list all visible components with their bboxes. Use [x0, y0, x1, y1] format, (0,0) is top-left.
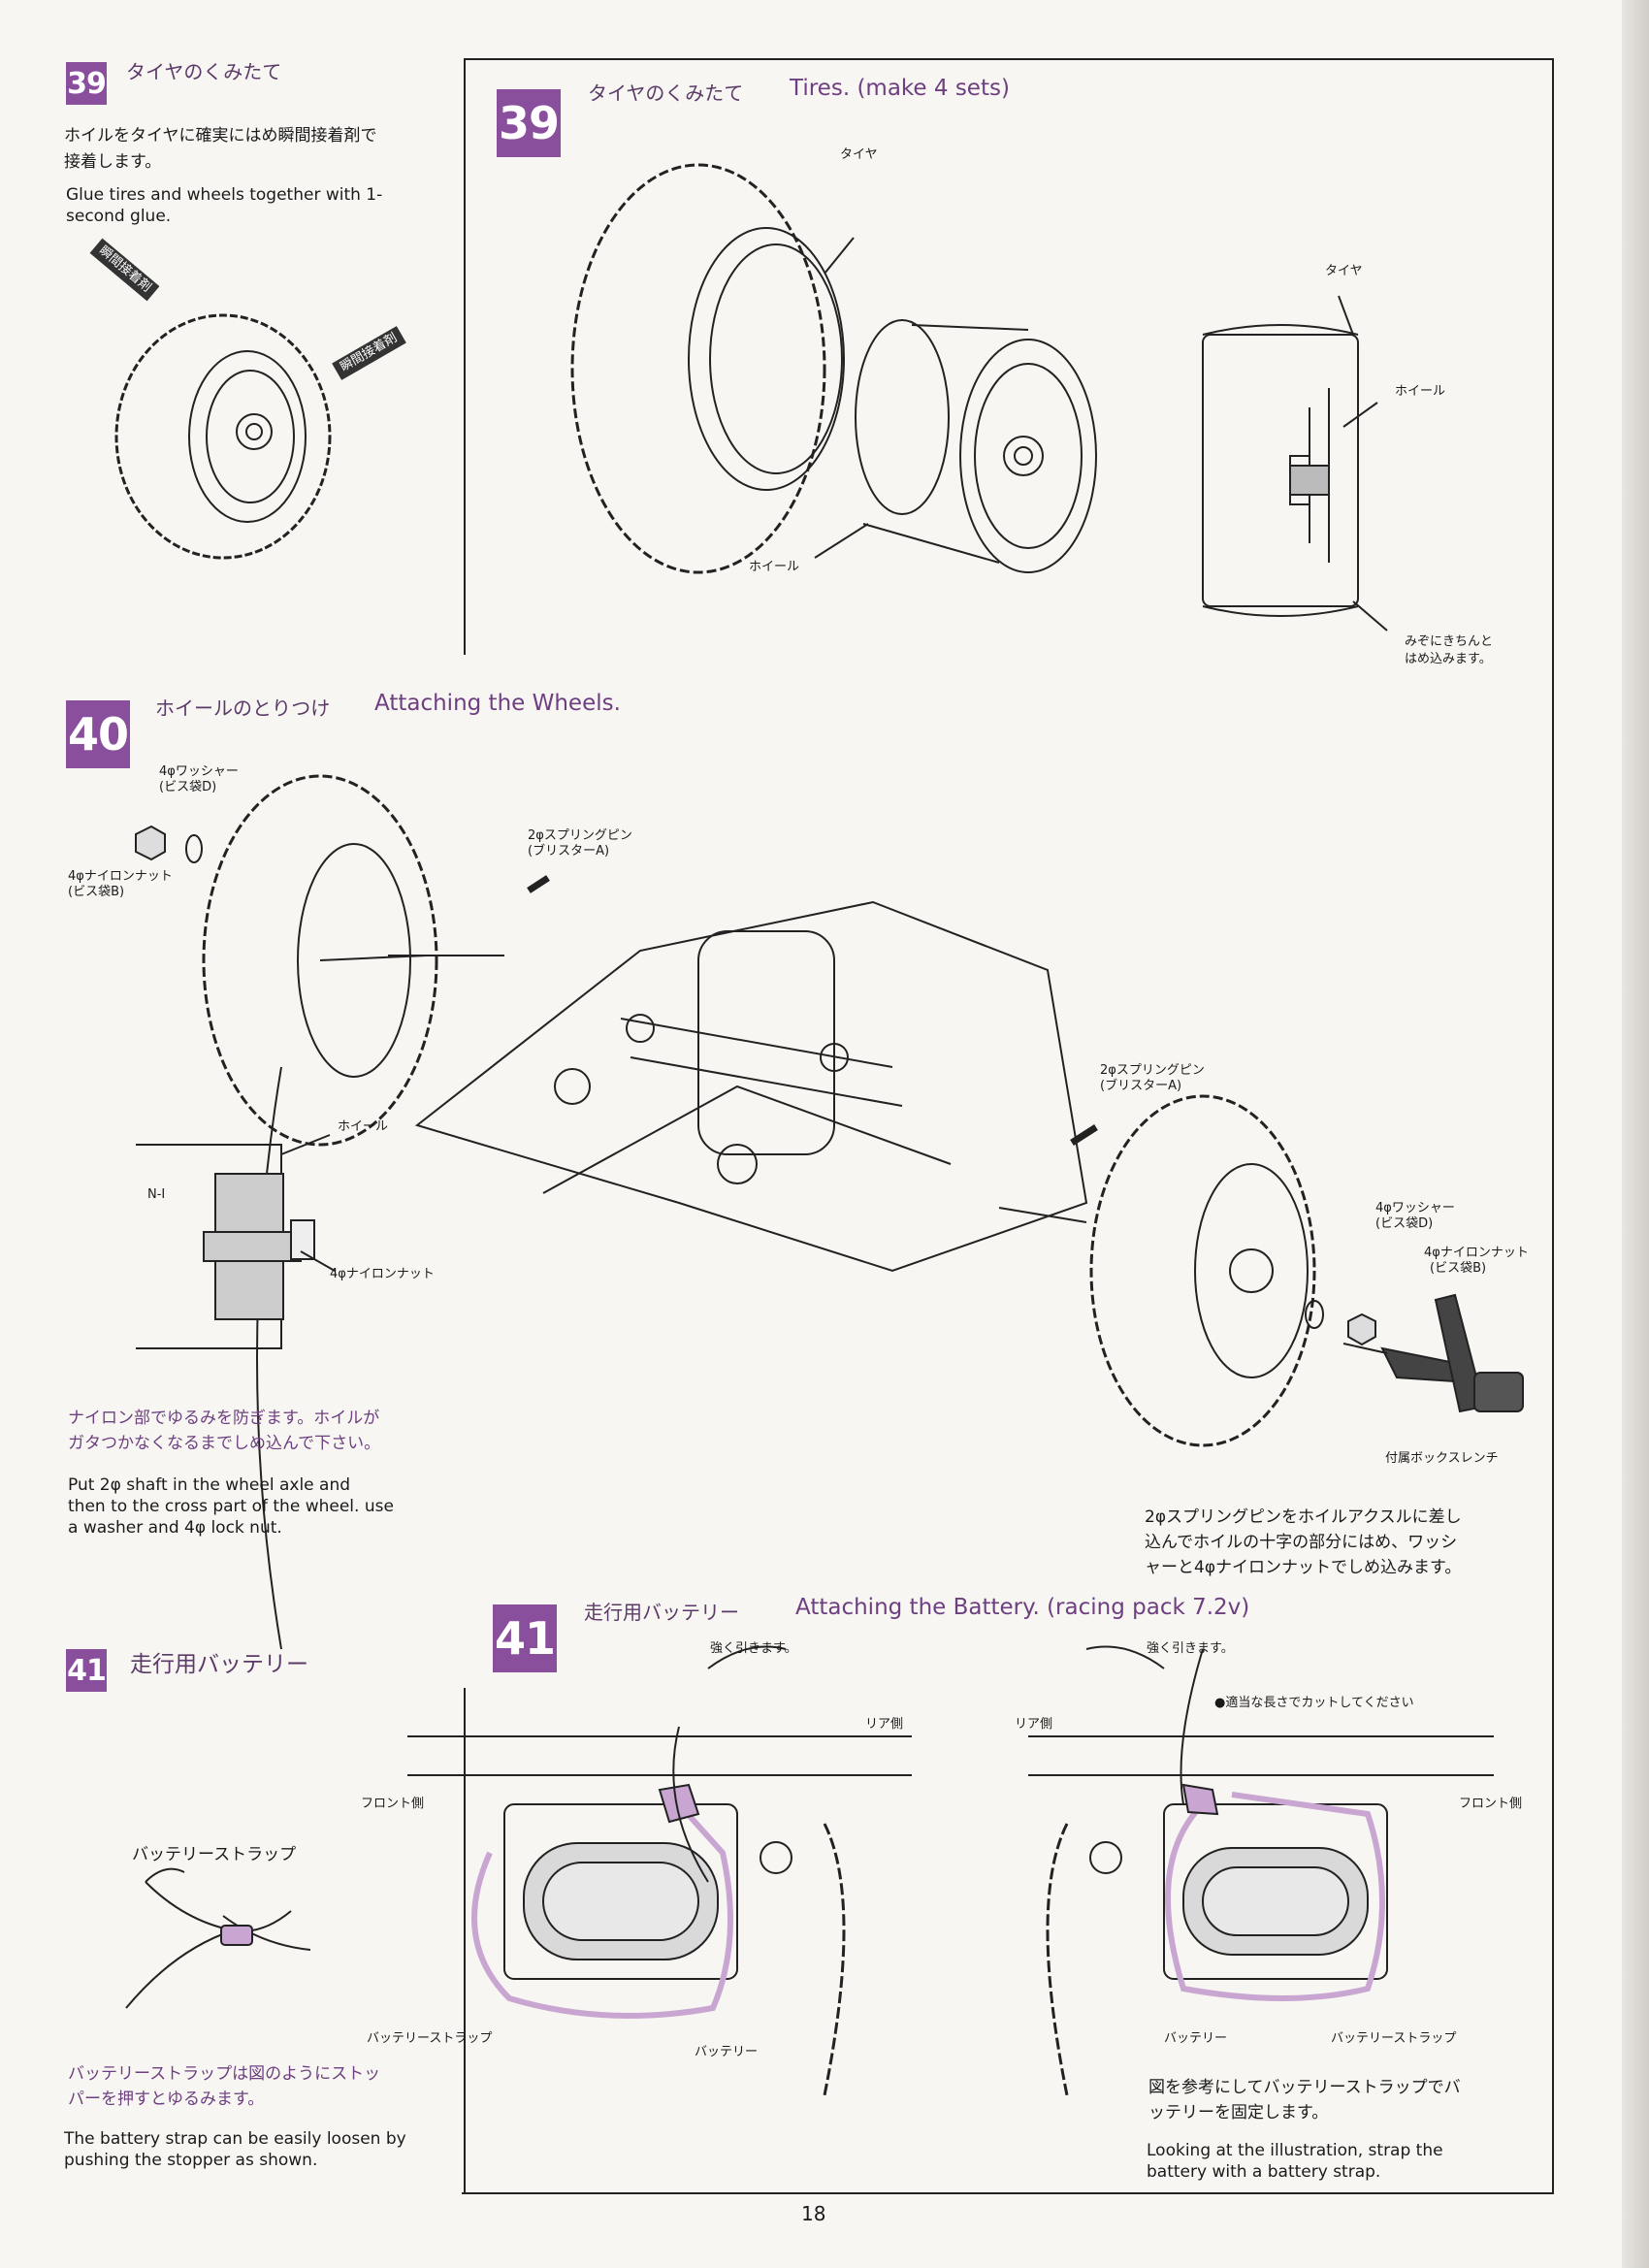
- step39-left-en-2: second glue.: [66, 207, 172, 226]
- step41-pull-1: 強く引きます。: [710, 1641, 797, 1656]
- step40-pin-1b: (ブリスターA): [528, 844, 610, 859]
- step39-label-groove-2: はめ込みます。: [1405, 652, 1492, 666]
- step41-right-en-1: Looking at the illustration, strap the: [1147, 2141, 1443, 2160]
- step41-small-badge: 41: [66, 1649, 107, 1692]
- step40-badge: 40: [66, 700, 130, 768]
- step39-left-en-1: Glue tires and wheels together with 1-: [66, 185, 383, 205]
- step39-title-jp: タイヤのくみたて: [588, 81, 744, 105]
- step41-strap-a: バッテリーストラップ: [367, 2031, 493, 2046]
- step41-strap-b: バッテリーストラップ: [1331, 2031, 1457, 2046]
- step39-label-tire-2: タイヤ: [1325, 264, 1363, 278]
- step39-left-jp-2: 接着します。: [64, 152, 162, 172]
- step41-battery-b: バッテリー: [1164, 2031, 1228, 2046]
- step41-right-en-2: battery with a battery strap.: [1147, 2162, 1381, 2182]
- step39-label-groove-1: みぞにきちんと: [1405, 634, 1494, 649]
- step40-nut-1: 4φナイロンナット: [68, 869, 173, 884]
- step40-washer-2b: (ビス袋D): [1375, 1216, 1434, 1231]
- frame-left-line-bottom: [464, 1688, 466, 2192]
- step39-label-wheel-2: ホイール: [1395, 384, 1446, 399]
- step41-rear-2: リア側: [1015, 1717, 1053, 1732]
- step40-note-en-1: Put 2φ shaft in the wheel axle and: [68, 1475, 351, 1495]
- step40-note-jp-1: ナイロン部でゆるみを防ぎます。ホイルが: [68, 1409, 380, 1428]
- page-number: 18: [801, 2202, 826, 2225]
- step41-pull-2: 強く引きます。: [1147, 1641, 1234, 1656]
- step40-nut-2: 4φナイロンナット: [1424, 1246, 1529, 1260]
- step40-title-jp: ホイールのとりつけ: [155, 697, 331, 720]
- step40-nut-2b: (ビス袋B): [1430, 1261, 1487, 1276]
- step40-nut-1b: (ビス袋B): [68, 885, 125, 899]
- step41-right-jp-2: ッテリーを固定します。: [1148, 2103, 1329, 2122]
- step40-label-n1: N-I: [147, 1187, 166, 1202]
- step39-left-jp-1: ホイルをタイヤに確実にはめ瞬間接着剤で: [64, 126, 377, 146]
- step40-pin-2: 2φスプリングピン: [1100, 1063, 1205, 1078]
- step41-front-1: フロント側: [361, 1797, 425, 1811]
- step40-label-wheel: ホイール: [338, 1119, 389, 1134]
- step41-title-en: Attaching the Battery. (racing pack 7.2v…: [795, 1595, 1250, 1620]
- frame-top-line: [464, 58, 1552, 60]
- step41-left-jp-2: パーを押すとゆるみます。: [68, 2090, 265, 2109]
- step41-badge: 41: [493, 1604, 557, 1672]
- step39-badge: 39: [497, 89, 561, 157]
- step39-label-tire: タイヤ: [840, 147, 878, 162]
- step39-title-en: Tires. (make 4 sets): [790, 76, 1010, 101]
- step40-right-jp-2: 込んでホイルの十字の部分にはめ、ワッシ: [1145, 1533, 1458, 1552]
- step40-washer-2: 4φワッシャー: [1375, 1201, 1455, 1215]
- step41-right-jp-1: 図を参考にしてバッテリーストラップでバ: [1148, 2078, 1461, 2097]
- step40-title-en: Attaching the Wheels.: [374, 691, 621, 716]
- step40-washer-1b: (ビス袋D): [159, 780, 217, 794]
- step41-rear-1: リア側: [865, 1717, 904, 1732]
- step39-label-wheel: ホイール: [749, 560, 800, 574]
- step41-strap-label-left: バッテリーストラップ: [132, 1845, 297, 1864]
- step40-note-en-2: then to the cross part of the wheel. use: [68, 1497, 394, 1516]
- step41-left-en-1: The battery strap can be easily loosen b…: [64, 2129, 406, 2149]
- step39-small-badge: 39: [66, 62, 107, 105]
- step40-note-jp-2: ガタつかなくなるまでしめ込んで下さい。: [68, 1434, 381, 1453]
- step40-pin-2b: (ブリスターA): [1100, 1079, 1182, 1093]
- page-edge: [1622, 0, 1649, 2268]
- step41-left-jp-1: バッテリーストラップは図のようにストッ: [68, 2064, 381, 2084]
- step41-battery-a: バッテリー: [695, 2045, 759, 2059]
- step39-left-title: タイヤのくみたて: [126, 60, 282, 83]
- step40-wrench-label: 付属ボックスレンチ: [1385, 1451, 1499, 1466]
- step41-cut-note: ●適当な長さでカットしてください: [1214, 1696, 1414, 1710]
- step40-pin-1: 2φスプリングピン: [528, 828, 632, 843]
- content-frame: [462, 58, 1554, 2194]
- step41-left-en-2: pushing the stopper as shown.: [64, 2151, 318, 2170]
- step41-title-jp: 走行用バッテリー: [584, 1601, 739, 1624]
- step40-right-jp-3: ャーと4φナイロンナットでしめ込みます。: [1145, 1558, 1462, 1577]
- step40-washer-1: 4φワッシャー: [159, 764, 239, 779]
- step41-front-2: フロント側: [1459, 1797, 1523, 1811]
- step40-label-nylon-nut: 4φナイロンナット: [330, 1267, 435, 1281]
- step40-right-jp-1: 2φスプリングピンをホイルアクスルに差し: [1145, 1507, 1462, 1527]
- frame-left-line-top: [464, 58, 466, 655]
- step40-note-en-3: a washer and 4φ lock nut.: [68, 1518, 282, 1538]
- step41-left-title: 走行用バッテリー: [130, 1652, 308, 1677]
